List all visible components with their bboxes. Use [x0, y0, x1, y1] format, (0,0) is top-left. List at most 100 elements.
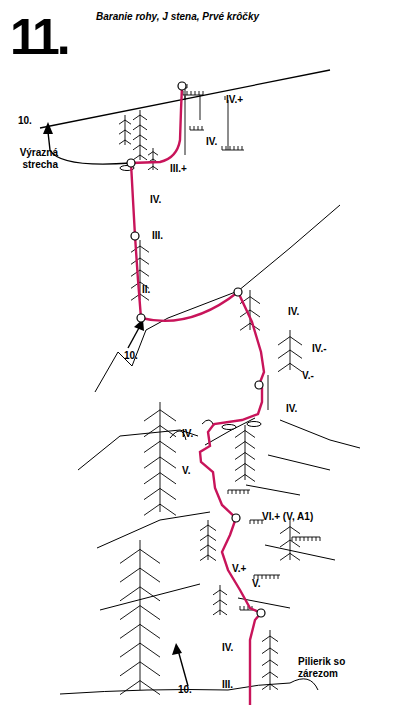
overhang-tick: [278, 575, 279, 579]
tree-stem: [208, 520, 209, 560]
grade-label: Výrazná strecha: [6, 147, 58, 170]
overhang-tick: [316, 537, 317, 541]
tree-branch: [120, 549, 160, 563]
tree-stem: [140, 540, 141, 690]
grade-label: IV.: [182, 428, 193, 440]
overhang-tick: [240, 490, 241, 494]
tree-branch: [131, 246, 149, 252]
tree-branch: [200, 555, 216, 561]
grade-label: V.: [252, 578, 261, 590]
tree-branch: [144, 457, 176, 468]
overhang-tick: [320, 537, 321, 541]
tree-branch: [133, 155, 147, 160]
overhang-tick: [225, 96, 226, 100]
tree-branch: [200, 535, 216, 541]
tree-branch: [213, 610, 227, 615]
tree-branch: [144, 441, 176, 452]
route-line: [131, 86, 264, 705]
grade-label: 10.: [124, 350, 138, 362]
grade-label: V.+: [232, 563, 246, 575]
tree-branch: [280, 540, 300, 547]
overhang-line: [228, 490, 250, 491]
tree-branch: [200, 525, 216, 531]
rock-symbols: [119, 84, 320, 695]
overhang-tick: [248, 490, 249, 494]
crack-line: [185, 88, 268, 410]
overhang-tick: [190, 126, 191, 130]
overhang-tick: [240, 606, 241, 610]
tree-branch: [213, 600, 227, 605]
overhang-tick: [258, 520, 259, 524]
grade-label: IV.: [206, 136, 217, 148]
tree-branch: [120, 624, 160, 638]
overhang-tick: [232, 490, 233, 494]
tree-branch: [262, 684, 278, 690]
grade-label: VI.+ (V, A1): [262, 511, 313, 523]
grade-label: IV.+: [226, 94, 243, 106]
grade-label: IV.-: [312, 343, 327, 355]
tree-branch: [213, 590, 227, 595]
tree-branch: [120, 606, 160, 620]
tree-branch: [144, 426, 176, 437]
overhang-tick: [244, 606, 245, 610]
tree-branch: [278, 337, 302, 345]
tree-branch: [120, 643, 160, 657]
overhang-tick: [187, 91, 188, 95]
tree-branch: [148, 152, 158, 156]
overhang-tick: [292, 537, 293, 541]
overhang-tick: [198, 126, 199, 130]
tree-branch: [262, 636, 278, 642]
overhang-tick: [222, 146, 223, 150]
overhang-tick: [274, 575, 275, 579]
overhang-tick: [238, 146, 239, 150]
overhang-tick: [228, 490, 229, 494]
grade-label: IV.: [150, 194, 161, 206]
overhang-tick: [187, 84, 188, 88]
tree-branch: [131, 258, 149, 264]
grade-label: V.-: [302, 370, 314, 382]
tree-branch: [119, 120, 131, 124]
tree-branch: [200, 545, 216, 551]
grade-label: IV.: [222, 642, 233, 654]
overhang-tick: [250, 520, 251, 524]
tree-branch: [133, 135, 147, 140]
tree-branch: [240, 323, 260, 330]
tree-branch: [119, 130, 131, 134]
tree-branch: [278, 363, 302, 371]
overhang-tick: [230, 146, 231, 150]
tree-branch: [235, 475, 255, 482]
grade-label: III.: [152, 230, 163, 242]
overhang-tick: [203, 91, 204, 95]
tree-branch: [120, 681, 160, 695]
overhang-tick: [236, 490, 237, 494]
tree-branch: [235, 453, 255, 460]
tree-branch: [120, 568, 160, 582]
tree-branch: [133, 145, 147, 150]
overhang-tick: [242, 146, 243, 150]
tree-branch: [262, 672, 278, 678]
overhang-tick: [262, 575, 263, 579]
grade-label: V.: [182, 465, 191, 477]
grade-label: III.+: [170, 163, 187, 175]
tree-branch: [144, 410, 176, 421]
overhang-tick: [202, 126, 203, 130]
tree-branch: [133, 115, 147, 120]
tree-branch: [120, 587, 160, 601]
tree-branch: [120, 662, 160, 676]
tree-branch: [131, 270, 149, 276]
tree-branch: [144, 473, 176, 484]
tree-branch: [119, 140, 131, 144]
overhang-tick: [266, 575, 267, 579]
overhang-line: [222, 150, 244, 151]
overhang-tick: [300, 537, 301, 541]
tree-branch: [133, 125, 147, 130]
tree-branch: [235, 464, 255, 471]
overhang-tick: [191, 91, 192, 95]
topo-subtitle: Baranie rohy, J stena, Prvé krôčky: [96, 11, 259, 23]
rock-outline: [40, 70, 360, 694]
tree-branch: [144, 488, 176, 499]
tree-branch: [262, 648, 278, 654]
tree-branch: [280, 527, 300, 534]
overhang-tick: [312, 537, 313, 541]
